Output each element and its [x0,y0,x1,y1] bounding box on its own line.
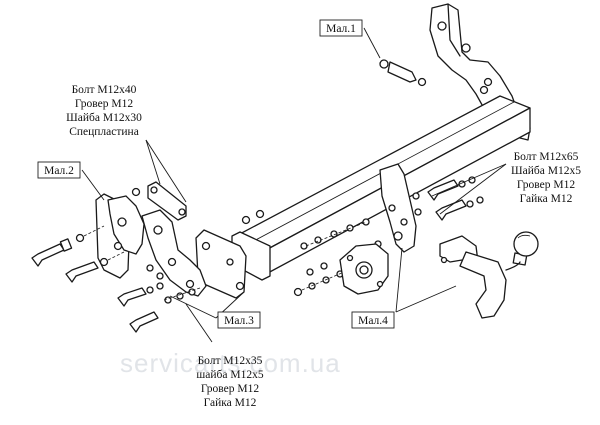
tow-ball [439,231,539,319]
left-bracket-assembly [95,193,207,297]
callout-mal3-text: Мал.3 [224,315,254,327]
callout-mal1-text: Мал.1 [326,23,356,35]
hw-right-line-1: Болт М12х65 [514,151,579,163]
hardware-list-right: Болт М12х65 Шайба М12х5 Гровер М12 Гайка… [511,151,581,205]
hw-left-line-4: Спецпластина [69,126,139,138]
leader-lines [81,27,507,343]
bolts-left [31,225,125,283]
hardware-list-left: Болт М12х40 Гровер М12 Шайба М12х30 Спец… [66,84,142,138]
hw-right-line-4: Гайка М12 [520,193,573,205]
hw-left-line-3: Шайба М12х30 [66,112,142,124]
hw-bottom-line-3: Гровер М12 [201,383,259,395]
hardware-list-bottom: Болт М12х35 шайба М12х5 Гровер М12 Гайка… [196,355,263,409]
callout-mal1: Мал.1 [319,19,363,37]
spec-plate-bolts [131,181,187,221]
callout-mal2: Мал.2 [37,161,81,179]
socket-plate [339,243,389,295]
hw-left-line-2: Гровер М12 [75,98,133,110]
bolts-right [412,176,484,221]
hw-bottom-line-4: Гайка М12 [204,397,257,409]
hw-right-line-2: Шайба М12х5 [511,165,581,177]
callout-mal4-text: Мал.4 [358,315,388,327]
callout-mal3: Мал.3 [217,311,261,329]
hw-right-line-3: Гровер М12 [517,179,575,191]
hw-bottom-line-2: шайба М12х5 [196,369,263,381]
mal1-fasteners [379,59,489,95]
hw-bottom-line-1: Болт М12х35 [198,355,263,367]
bolts-lower-left [117,264,201,333]
callout-mal2-text: Мал.2 [44,165,74,177]
watermark: servicarts.com.ua [120,348,341,378]
hw-left-line-1: Болт М12х40 [72,84,137,96]
callout-mal4: Мал.4 [351,311,395,329]
center-plate [379,163,417,253]
